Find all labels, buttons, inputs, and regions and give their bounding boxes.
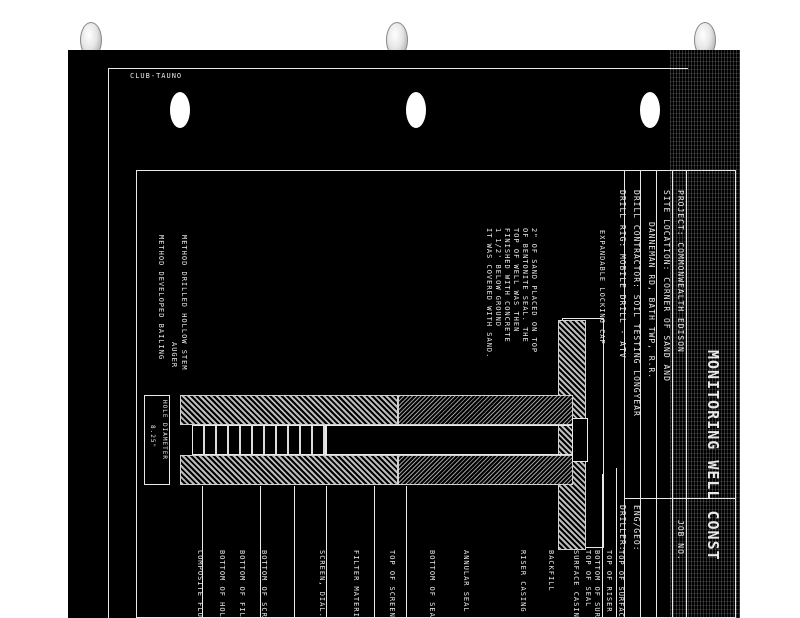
label-top-of-screen: TOP OF SCREEN [388, 550, 396, 618]
label-annular-seal: ANNULAR SEAL [462, 550, 470, 613]
label-riser-casing: RISER CASING [519, 550, 527, 613]
header-rule-4 [672, 170, 673, 618]
scan-noise-edge [670, 50, 740, 618]
drill-rig-line: DRILL RIG: MOBILE DRILL - ATV [618, 190, 627, 359]
label-top-surface-casing: TOP OF SURFACE CAS [617, 550, 625, 618]
punch-hole-left [170, 92, 190, 128]
leader-top-surface-casing [616, 468, 617, 618]
punch-hole-middle [406, 92, 426, 128]
leader-bottom-seal [374, 486, 375, 618]
note-line-1: 2" OF SAND PLACED ON TOP [530, 228, 538, 354]
note-line-2: OF BENTONITE SEAL. THE [521, 228, 529, 343]
locking-cap [572, 418, 588, 462]
form-title: MONITORING WELL CONST [704, 350, 722, 561]
method-drilled-2: AUGER [170, 342, 178, 369]
label-surface-casing: SURFACE CASING [572, 550, 580, 618]
leader-screen-dia [260, 486, 261, 618]
label-bottom-of-filter: BOTTOM OF FILT [238, 550, 246, 618]
header-rule-2 [640, 170, 641, 618]
form-frame [136, 170, 736, 618]
driller-label: DRILLER: [618, 505, 627, 552]
method-developed: METHOD DEVELOPED BAILING [157, 235, 165, 361]
outer-frame-left [108, 68, 109, 618]
site-location-line-2: DANNEMAN RD, BATH TWP, R.R. [647, 222, 656, 380]
annular-seal-upper [398, 395, 573, 425]
corner-code: CLUB-TAUNO [130, 72, 183, 80]
filter-pack-upper [180, 395, 398, 425]
job-number-label: JOB NO. [676, 520, 685, 561]
filter-pack-lower [180, 455, 398, 485]
outer-frame-top [108, 68, 688, 69]
method-drilled: METHOD DRILLED HOLLOW STEM [180, 235, 188, 371]
header-rule-1 [624, 170, 625, 618]
hole-diameter-label: HOLE DIAMETER [161, 400, 168, 460]
note-line-5: 1 1/2' BELOW GROUND [494, 228, 502, 328]
label-composite-flush: COMPOSITE FLUS [196, 550, 204, 618]
label-bottom-of-seal: BOTTOM OF SEAL [428, 550, 436, 618]
label-bottom-of-hole: BOTTOM OF HOLE [218, 550, 226, 618]
punch-hole-right [640, 92, 660, 128]
project-line: PROJECT: COMMONWEALTH EDISON [676, 190, 685, 353]
scanned-document: CLUB-TAUNO MONITORING WELL CONST PROJECT… [68, 50, 740, 618]
hole-diameter-box [144, 395, 170, 485]
drill-contractor-line: DRILL CONTRACTOR: SOIL TESTING LONGYEAR [632, 190, 641, 417]
label-backfill: BACKFILL [547, 550, 555, 592]
label-top-seal: TOP OF SEAL [584, 550, 592, 608]
note-line-4: FINISHED WITH CONCRETE [503, 228, 511, 343]
label-bottom-of-screen: BOTTOM OF SCRE [260, 550, 268, 618]
hole-diameter-value: 8.25" [149, 425, 156, 449]
label-screen-dia: SCREEN, DIAL. S [318, 550, 326, 618]
label-top-riser-casing: TOP OF RISER CASIN [605, 550, 613, 618]
leader-bottom-screen [202, 486, 203, 618]
site-location-line-1: SITE LOCATION: CORNER OF SAND AND [662, 190, 671, 382]
leader-filter-material [294, 486, 295, 618]
header-rule-3 [656, 170, 657, 618]
note-line-6: IT WAS COVERED WITH SAND. [485, 228, 493, 359]
well-screen [192, 425, 326, 455]
leader-top-riser [602, 474, 603, 618]
leader-top-screen [326, 486, 327, 618]
riser-casing [326, 425, 576, 455]
leader-annular-seal [406, 486, 407, 618]
header-divider [624, 498, 736, 499]
annular-seal-lower [398, 455, 573, 485]
label-filter-material: FILTER MATERIAL [352, 550, 360, 618]
eng-geo-label: ENG/GEO: [632, 505, 641, 552]
header-rule-5 [686, 170, 687, 618]
note-line-3: TOP OF WELL WAS THEN [512, 228, 520, 333]
label-bottom-surface: BOTTOM OF SURF [593, 550, 601, 618]
